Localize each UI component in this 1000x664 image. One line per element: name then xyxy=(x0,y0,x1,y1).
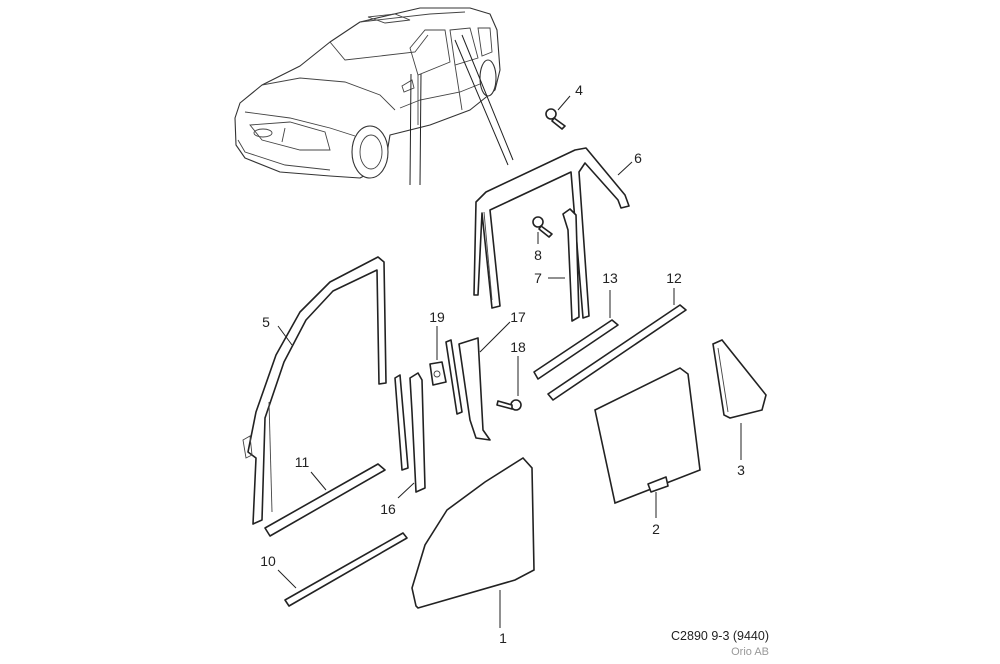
part-1-front-door-glass xyxy=(411,456,535,609)
callout-2: 2 xyxy=(652,521,660,537)
part-19-clip xyxy=(429,361,447,386)
part-7-rear-frame-strip xyxy=(562,208,580,322)
callout-1: 1 xyxy=(499,630,507,646)
part-17-pillar-trim xyxy=(458,337,491,441)
callout-11: 11 xyxy=(295,454,310,470)
callout-16: 16 xyxy=(380,501,396,517)
callout-6: 6 xyxy=(634,150,642,166)
car-illustration xyxy=(234,7,514,186)
part-8-screw xyxy=(532,216,553,238)
part-5-front-door-frame xyxy=(247,256,387,525)
part-11-front-strip xyxy=(264,463,386,537)
part-12-rear-strip xyxy=(547,304,687,401)
callout-8: 8 xyxy=(534,247,542,263)
callout-leaders xyxy=(277,95,742,628)
callout-7: 7 xyxy=(534,270,542,286)
copyright-text: Orio AB xyxy=(731,646,769,658)
part-2-rear-door-glass xyxy=(594,367,701,505)
callout-19: 19 xyxy=(429,309,445,325)
part-4-screw xyxy=(545,108,566,130)
callout-12: 12 xyxy=(666,270,682,286)
callout-5: 5 xyxy=(262,314,270,330)
callout-13: 13 xyxy=(602,270,618,286)
part-13-rear-strip xyxy=(533,319,619,380)
callout-10: 10 xyxy=(260,553,276,569)
callout-3: 3 xyxy=(737,462,745,478)
callout-18: 18 xyxy=(510,339,526,355)
part-18-screw xyxy=(496,399,522,411)
part-6-rear-door-frame xyxy=(473,147,630,319)
part-16-pillar-trim xyxy=(409,372,426,493)
part-3-quarter-glass xyxy=(712,339,767,419)
diagram-reference: C2890 9-3 (9440) xyxy=(671,629,769,643)
part-10-front-strip xyxy=(284,532,408,607)
callout-17: 17 xyxy=(510,309,526,325)
callout-4: 4 xyxy=(575,82,583,98)
